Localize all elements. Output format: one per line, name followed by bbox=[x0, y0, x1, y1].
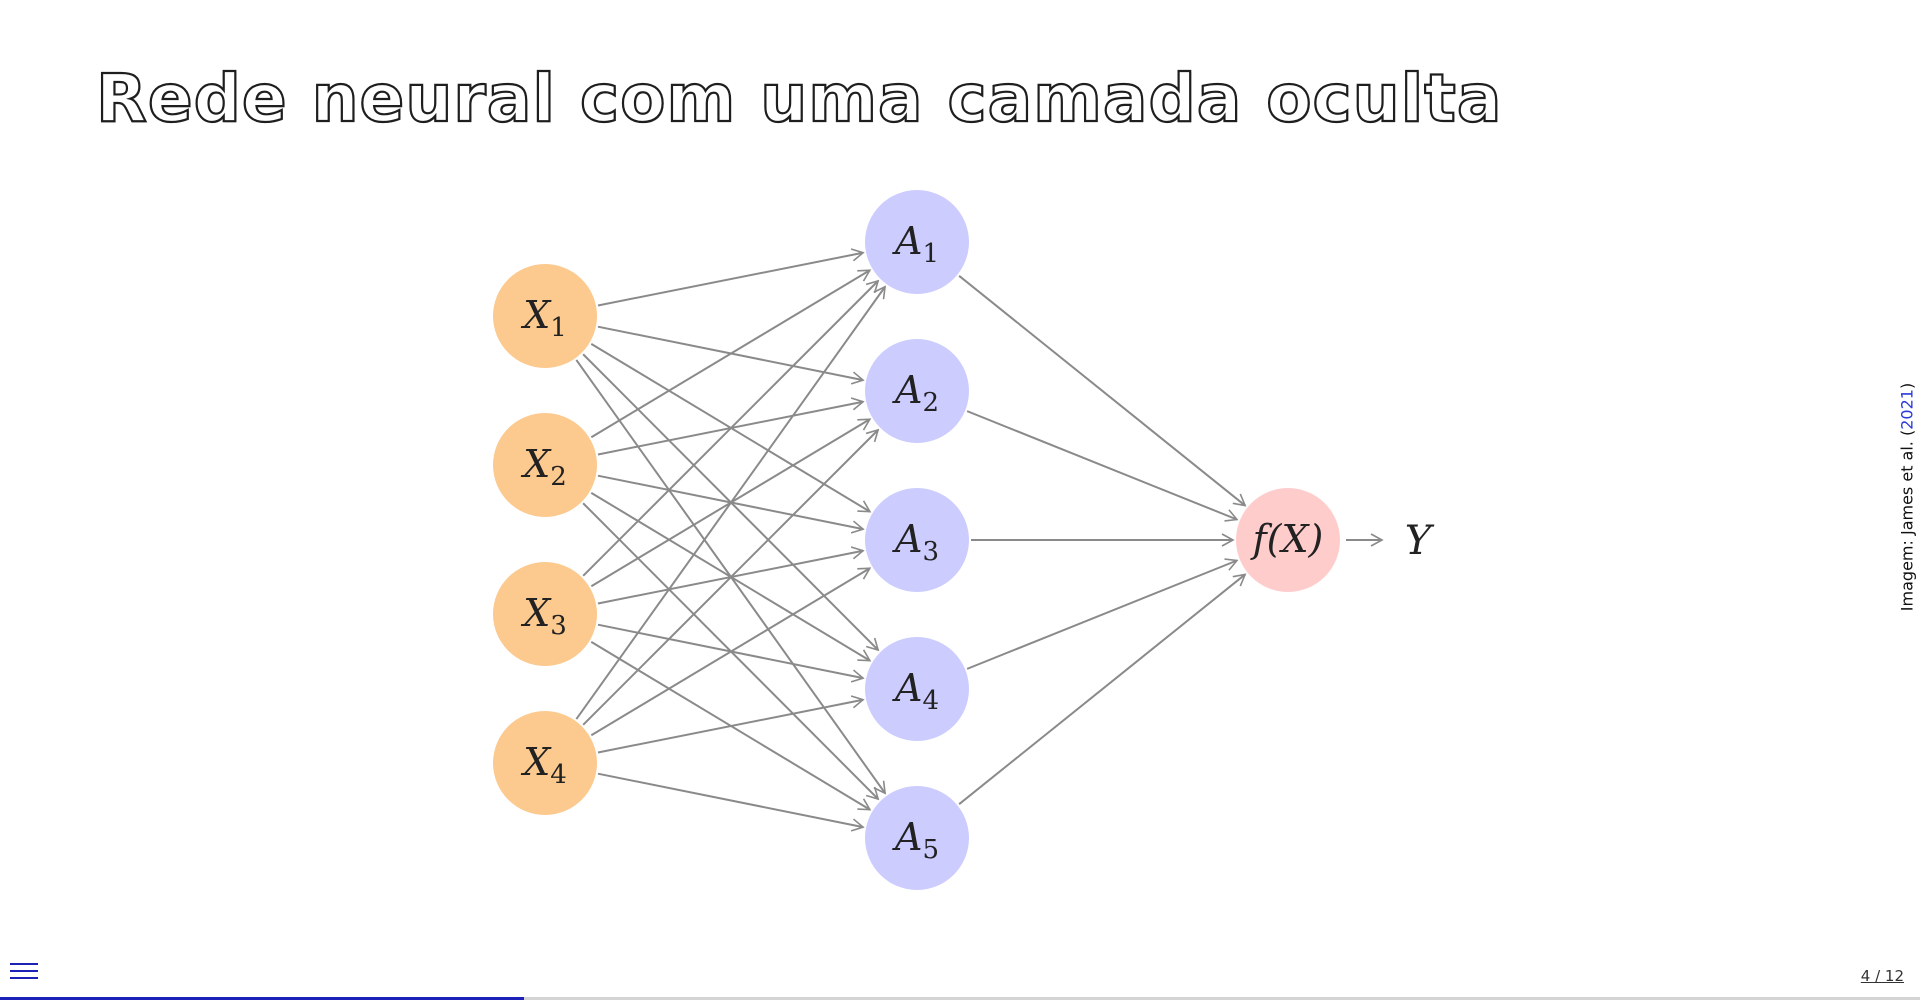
input-node-4: X4 bbox=[493, 711, 597, 815]
hidden-node-4: A4 bbox=[865, 637, 969, 741]
hidden-node-4-circle bbox=[865, 637, 969, 741]
hidden-node-2: A2 bbox=[865, 339, 969, 443]
hidden-node-3-label: A3 bbox=[892, 517, 939, 567]
input-node-2: X2 bbox=[493, 413, 597, 517]
input-node-3: X3 bbox=[493, 562, 597, 666]
edge-x4-a2 bbox=[582, 428, 880, 726]
input-node-4-circle bbox=[493, 711, 597, 815]
output-node-circle bbox=[1236, 488, 1340, 592]
hamburger-menu-icon[interactable] bbox=[10, 958, 38, 986]
output-variable-label: Y bbox=[1405, 518, 1435, 564]
edge-a5-fx bbox=[958, 573, 1247, 805]
edge-x3-a1 bbox=[582, 279, 880, 577]
edge-x2-a1 bbox=[590, 269, 872, 439]
hidden-node-1: A1 bbox=[865, 190, 969, 294]
hidden-node-2-circle bbox=[865, 339, 969, 443]
hidden-node-5: A5 bbox=[865, 786, 969, 890]
hidden-node-3: A3 bbox=[865, 488, 969, 592]
input-node-1-circle bbox=[493, 264, 597, 368]
image-credit: Imagem: James et al. (2021) bbox=[1898, 383, 1917, 611]
edge-x1-a1 bbox=[597, 248, 865, 307]
edge-x4-a1 bbox=[575, 285, 887, 720]
credit-text: Imagem: James et al. ( bbox=[1897, 429, 1917, 612]
diagram-edges bbox=[575, 248, 1384, 832]
input-node-2-circle bbox=[493, 413, 597, 517]
slide-title: Rede neural com uma camada oculta bbox=[95, 59, 1503, 138]
input-node-1: X1 bbox=[493, 264, 597, 368]
output-node-label: f(X) bbox=[1250, 517, 1324, 561]
input-node-3-circle bbox=[493, 562, 597, 666]
edge-a2-fx bbox=[966, 410, 1239, 522]
hidden-node-3-circle bbox=[865, 488, 969, 592]
edge-x4-a5 bbox=[597, 772, 865, 832]
edge-x4-a4 bbox=[597, 695, 865, 754]
progress-bar bbox=[0, 997, 1920, 1000]
hidden-node-1-circle bbox=[865, 190, 969, 294]
credit-suffix: ) bbox=[1897, 382, 1917, 390]
output-node: f(X) bbox=[1236, 488, 1340, 592]
credit-year-link[interactable]: 2021 bbox=[1897, 389, 1917, 430]
edge-a1-fx bbox=[958, 275, 1247, 507]
page-counter[interactable]: 4 / 12 bbox=[1860, 967, 1904, 985]
edge-x4-a3 bbox=[590, 567, 872, 737]
hidden-node-5-circle bbox=[865, 786, 969, 890]
edge-a4-fx bbox=[966, 558, 1239, 670]
progress-bar-fill bbox=[0, 997, 524, 1000]
